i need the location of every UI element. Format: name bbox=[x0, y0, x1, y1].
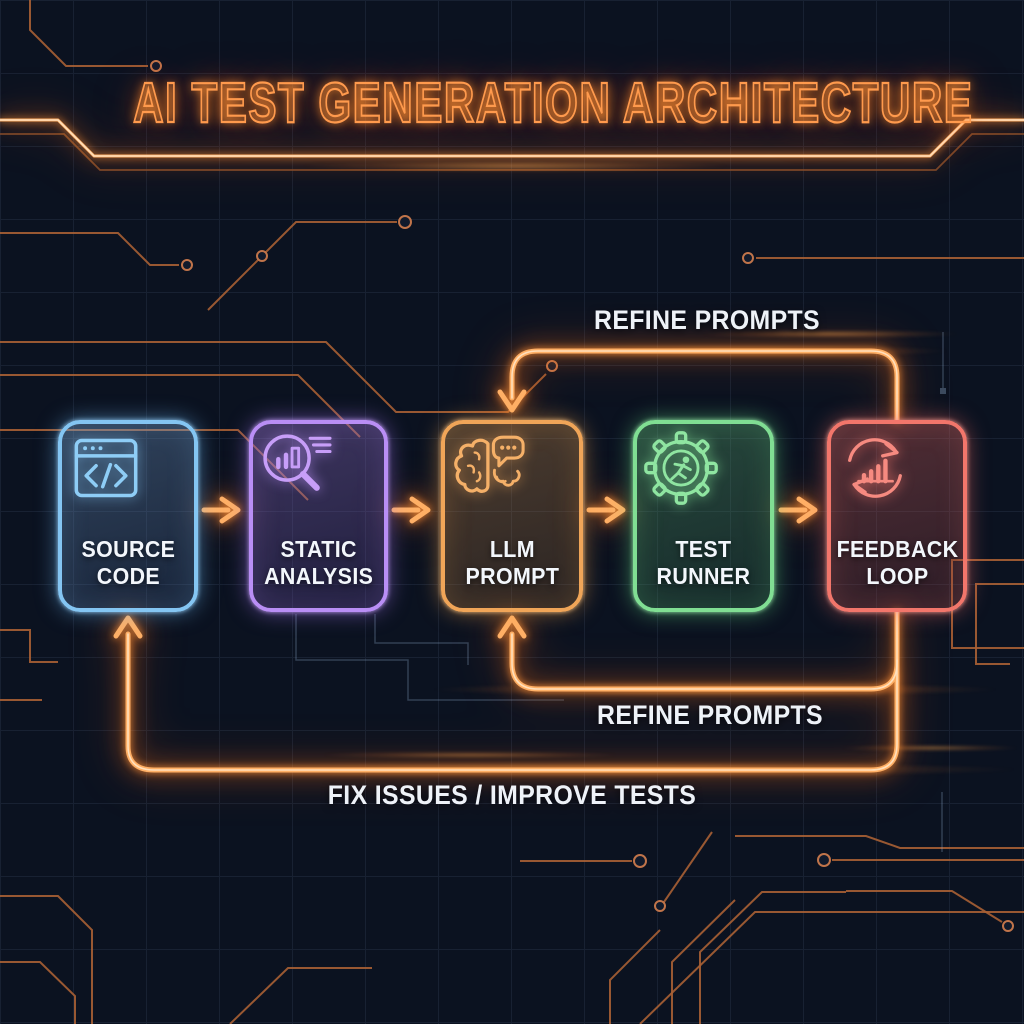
page-title: AI TEST GENERATION ARCHITECTURE bbox=[132, 70, 974, 136]
light-flare bbox=[840, 745, 1020, 751]
node-label-line: LLM bbox=[489, 536, 535, 562]
cycle-chart-icon bbox=[848, 438, 902, 498]
node-label: STATIC ANALYSIS bbox=[264, 536, 373, 590]
node-llm-prompt: LLM PROMPT bbox=[441, 420, 583, 612]
connector-arrow bbox=[586, 496, 626, 524]
code-window-icon bbox=[74, 438, 138, 498]
node-label: FEEDBACK LOOP bbox=[836, 536, 958, 590]
node-static-analysis: STATIC ANALYSIS bbox=[249, 420, 388, 612]
node-label: LLM PROMPT bbox=[465, 536, 559, 590]
node-label-line: STATIC bbox=[280, 536, 357, 562]
refine-loop-bottom-arrow bbox=[497, 609, 900, 692]
gear-runner-icon bbox=[644, 431, 718, 505]
brain-chat-icon bbox=[454, 435, 525, 493]
fix-issues-loop-arrow bbox=[113, 615, 900, 773]
refine-loop-top-arrow bbox=[497, 348, 900, 423]
node-label-line: ANALYSIS bbox=[263, 563, 374, 589]
edge-label-refine-prompts-bottom: REFINE PROMPTS bbox=[597, 700, 823, 730]
light-flare bbox=[520, 345, 950, 357]
node-label-line: TEST bbox=[675, 536, 732, 562]
light-flare bbox=[160, 762, 1020, 777]
node-label-line: LOOP bbox=[865, 563, 929, 589]
edge-label-refine-prompts-top: REFINE PROMPTS bbox=[594, 305, 820, 335]
edge-label-fix-issues: FIX ISSUES / IMPROVE TESTS bbox=[327, 780, 697, 810]
node-feedback-loop: FEEDBACK LOOP bbox=[827, 420, 967, 612]
node-label: TEST RUNNER bbox=[657, 536, 751, 590]
light-flare bbox=[320, 752, 620, 758]
node-label-line: FEEDBACK bbox=[836, 536, 958, 562]
node-label-line: RUNNER bbox=[656, 563, 751, 589]
connector-arrow bbox=[391, 496, 431, 524]
light-flare bbox=[430, 683, 1000, 696]
node-label-line: PROMPT bbox=[465, 563, 559, 589]
node-label: SOURCE CODE bbox=[81, 536, 175, 590]
node-test-runner: TEST RUNNER bbox=[633, 420, 774, 612]
light-flare bbox=[300, 160, 730, 172]
node-label-line: CODE bbox=[96, 563, 160, 589]
node-label-line: SOURCE bbox=[81, 536, 175, 562]
node-source-code: SOURCE CODE bbox=[58, 420, 198, 612]
connector-arrow bbox=[201, 496, 241, 524]
connector-arrow bbox=[778, 496, 818, 524]
magnifier-chart-icon bbox=[263, 434, 332, 491]
